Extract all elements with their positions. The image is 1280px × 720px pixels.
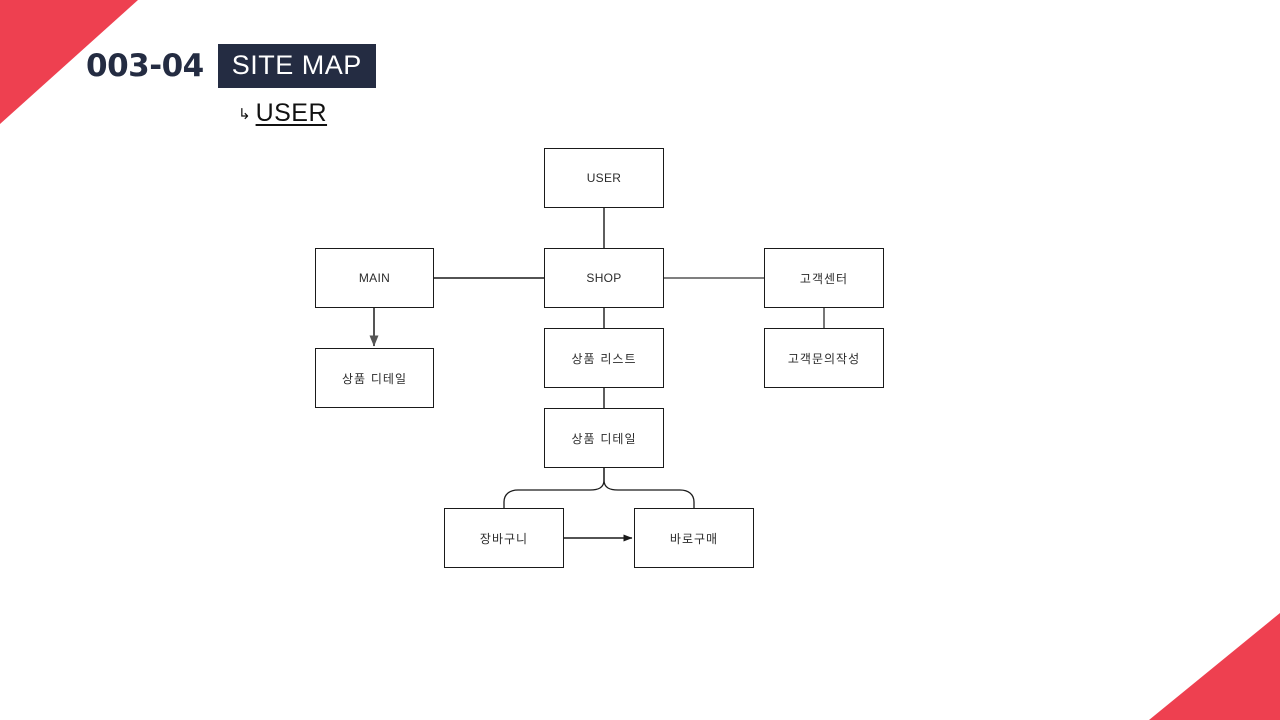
page-title: SITE MAP bbox=[217, 44, 376, 88]
sitemap-node-cart[interactable]: 장바구니 bbox=[444, 508, 564, 568]
sitemap-node-cscenter[interactable]: 고객센터 bbox=[764, 248, 884, 308]
slide-header: 003-04 SITE MAP bbox=[86, 44, 376, 88]
sitemap-node-label: 상품 디테일 bbox=[341, 371, 407, 386]
sitemap-node-label: 고객센터 bbox=[799, 271, 849, 286]
breadcrumb: ↳ USER bbox=[238, 101, 327, 126]
sitemap-node-label: 장바구니 bbox=[479, 531, 529, 546]
edge-productdetail-branch-brace bbox=[503, 468, 605, 508]
sitemap-node-shop[interactable]: SHOP bbox=[544, 248, 664, 308]
sitemap-node-label: 상품 리스트 bbox=[571, 351, 637, 366]
slide-number: 003-04 bbox=[86, 47, 204, 84]
sitemap-node-user[interactable]: USER bbox=[544, 148, 664, 208]
corner-down-right-arrow-icon: ↳ bbox=[238, 106, 251, 123]
sitemap-node-main-detail[interactable]: 상품 디테일 bbox=[315, 348, 434, 408]
sitemap-node-prod-list[interactable]: 상품 리스트 bbox=[544, 328, 664, 388]
sitemap-node-label: 바로구매 bbox=[669, 531, 719, 546]
sitemap-node-label: 상품 디테일 bbox=[571, 431, 637, 446]
sitemap-node-label: USER bbox=[586, 171, 622, 185]
top-left-red-triangle-decoration bbox=[0, 0, 138, 124]
sitemap-node-label: 고객문의작성 bbox=[787, 351, 861, 366]
sitemap-node-cs-write[interactable]: 고객문의작성 bbox=[764, 328, 884, 388]
sitemap-node-main[interactable]: MAIN bbox=[315, 248, 434, 308]
sitemap-node-label: SHOP bbox=[586, 271, 622, 285]
sitemap-node-prod-detail[interactable]: 상품 디테일 bbox=[544, 408, 664, 468]
edge-productdetail-branch-brace-right bbox=[603, 468, 695, 508]
sitemap-node-buy-now[interactable]: 바로구매 bbox=[634, 508, 754, 568]
breadcrumb-label: USER bbox=[255, 99, 328, 127]
bottom-right-red-triangle-decoration bbox=[1149, 613, 1280, 720]
sitemap-node-label: MAIN bbox=[358, 271, 391, 285]
